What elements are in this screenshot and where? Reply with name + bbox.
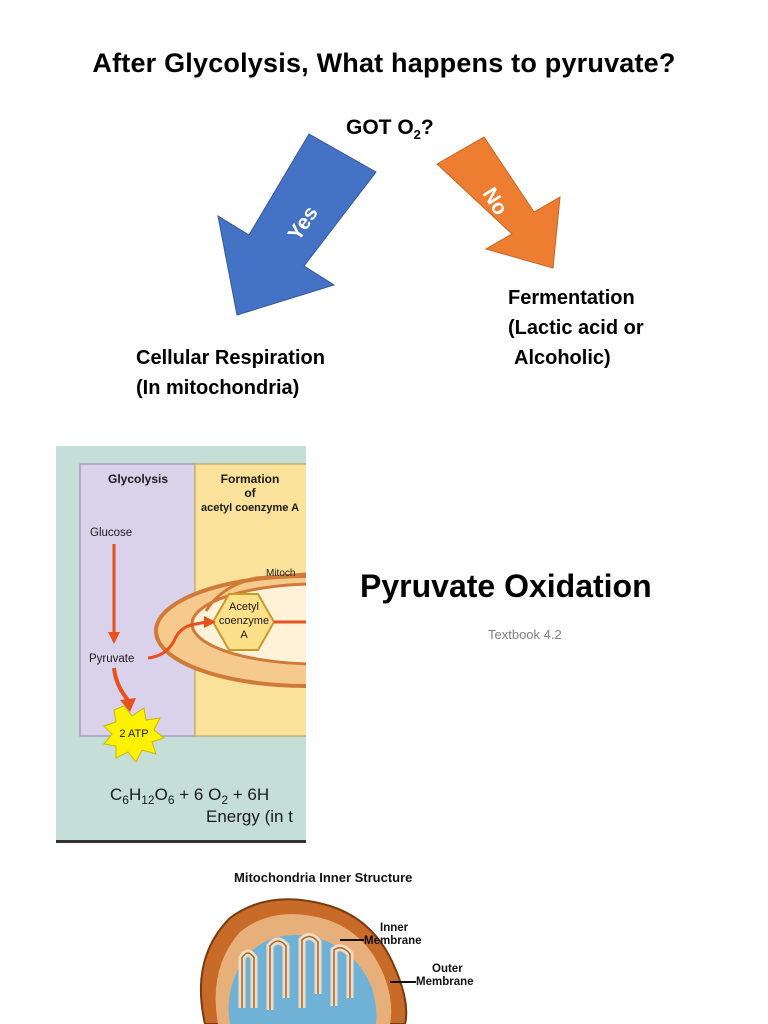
decision-arrows: Yes No [217,133,561,316]
section-subtitle: Textbook 4.2 [488,627,562,642]
no-outcome-line: Alcoholic) [514,347,611,369]
mitochondrion-cristae-outline [241,935,351,1010]
no-outcome: Fermentation (Lactic acid or Alcoholic) [508,283,644,373]
glucose-label: Glucose [90,527,132,539]
pyruvate-to-acetyl-arrow [147,620,207,660]
mitochondria-partial-label: Mitoch [266,568,295,579]
mitochondria-figure: Inner Membrane Outer Membrane [199,898,474,1024]
atp-label: 2 ATP [119,728,148,740]
yes-outcome-line: Cellular Respiration [136,347,325,369]
pyruvate-label: Pyruvate [89,653,134,665]
page-title: After Glycolysis, What happens to pyruva… [92,48,676,78]
no-outcome-line: (Lactic acid or [508,317,644,339]
glycolysis-figure: Glycolysis Formation of acetyl coenzyme … [56,446,306,843]
formation-title: Formation [221,472,280,486]
glucose-arrowhead [108,632,120,644]
pyruvate-to-atp-arrow [112,667,130,702]
outer-membrane-label: Outer [432,963,463,975]
glycolysis-panel [79,463,196,737]
outer-membrane-label: Membrane [416,976,474,988]
section-heading: Pyruvate Oxidation [360,568,652,604]
atp-arrowhead [120,698,136,712]
formation-title: of [244,486,256,500]
yes-arrow [217,133,377,316]
equation-line1: C6H12O6 + 6 O2 + 6H [110,785,269,807]
acetyl-label: Acetyl [229,601,259,613]
inner-membrane-label: Inner [380,922,409,934]
yes-outcome-line: (In mitochondria) [136,377,300,399]
inner-membrane-label: Membrane [364,935,422,947]
formation-title: acetyl coenzyme A [201,502,299,514]
question-text: GOT O2? [346,116,434,143]
pyruvate-arrowhead [204,616,216,628]
mitochondria-figure-title: Mitochondria Inner Structure [234,870,413,885]
atp-burst [103,705,166,763]
glycolysis-title: Glycolysis [108,472,168,486]
acetyl-label: coenzyme [219,615,269,627]
yes-outcome: Cellular Respiration (In mitochondria) [136,343,325,403]
no-arrow [436,136,561,269]
equation-line2: Energy (in t [206,807,293,826]
acetyl-label: A [240,629,248,641]
no-outcome-line: Fermentation [508,287,635,309]
mitochondrion-cristae [204,572,306,612]
